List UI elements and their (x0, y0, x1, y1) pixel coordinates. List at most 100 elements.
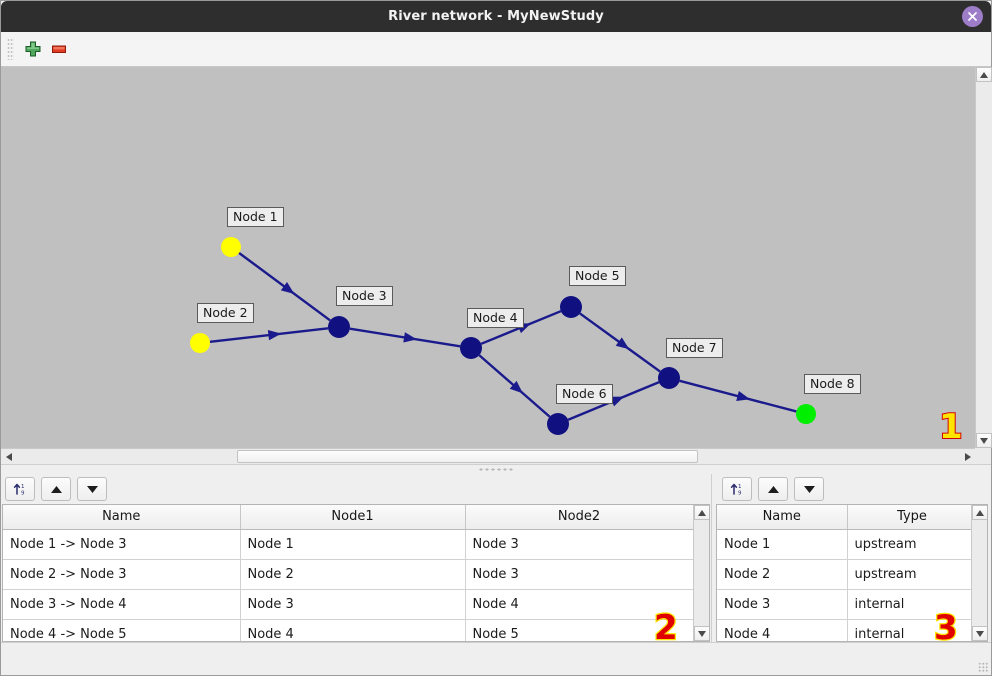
table-cell[interactable]: Node 2 (717, 559, 848, 590)
graph-edge-arrow-icon (615, 337, 630, 350)
table-cell[interactable]: Node 4 (465, 589, 693, 620)
pane-splitter[interactable] (1, 464, 991, 474)
table-cell[interactable]: Node 2 -> Node 3 (3, 559, 241, 590)
reaches-toolbar: 1 9 (1, 474, 711, 504)
graph-node-node-4[interactable] (460, 337, 482, 359)
scroll-up-icon[interactable] (975, 67, 992, 82)
nodes-vertical-scrollbar[interactable] (971, 505, 987, 641)
graph-node-node-6[interactable] (547, 413, 569, 435)
table-cell[interactable]: Node 4 (240, 619, 466, 641)
graph-vscroll-track[interactable] (975, 82, 992, 433)
close-icon[interactable] (962, 6, 983, 27)
graph-node-label-node-7[interactable]: Node 7 (666, 338, 723, 358)
table-cell[interactable]: upstream (847, 559, 971, 590)
table-cell[interactable]: Node 2 (240, 559, 466, 590)
table-cell[interactable]: internal (847, 619, 971, 641)
table-cell[interactable]: Node 1 -> Node 3 (3, 529, 241, 560)
scroll-down-icon[interactable] (971, 626, 987, 641)
table-cell[interactable]: Node 3 (717, 589, 848, 620)
window-resize-grip[interactable] (978, 662, 988, 672)
graph-node-label-node-5[interactable]: Node 5 (569, 266, 626, 286)
toolbar-drag-handle[interactable] (7, 38, 14, 60)
main-toolbar (1, 32, 991, 67)
graph-node-node-1[interactable] (221, 237, 241, 257)
graph-edge-arrow-icon (280, 282, 295, 294)
graph-node-label-node-1[interactable]: Node 1 (227, 207, 284, 227)
window-title: River network - MyNewStudy (388, 9, 604, 24)
column-header-type[interactable]: Type (847, 505, 971, 530)
reaches-vertical-scrollbar[interactable] (693, 505, 709, 641)
move-down-button[interactable] (77, 477, 107, 501)
scroll-up-icon[interactable] (693, 505, 709, 520)
graph-edge-arrow-icon (509, 380, 523, 394)
sort-ascending-icon[interactable]: 1 9 (722, 477, 752, 501)
sort-ascending-icon[interactable]: 1 9 (5, 477, 35, 501)
scroll-up-icon[interactable] (971, 505, 987, 520)
splitter-grip-icon (478, 468, 514, 471)
graph-vertical-scrollbar[interactable] (975, 67, 992, 448)
red-minus-remove-icon[interactable] (46, 36, 72, 62)
svg-text:9: 9 (738, 491, 742, 497)
reaches-vscroll-track[interactable] (693, 520, 709, 626)
table-cell[interactable]: Node 3 (240, 589, 466, 620)
table-cell[interactable]: Node 1 (717, 529, 848, 560)
graph-node-label-node-3[interactable]: Node 3 (336, 286, 393, 306)
green-plus-add-icon[interactable] (20, 36, 46, 62)
column-header-name[interactable]: Name (3, 505, 241, 530)
table-cell[interactable]: internal (847, 589, 971, 620)
scroll-right-icon[interactable] (960, 449, 975, 465)
move-up-button[interactable] (41, 477, 71, 501)
column-header-name[interactable]: Name (717, 505, 848, 530)
scroll-down-icon[interactable] (975, 433, 992, 448)
graph-node-node-2[interactable] (190, 333, 210, 353)
column-header-node2[interactable]: Node2 (465, 505, 693, 530)
graph-node-label-node-4[interactable]: Node 4 (467, 308, 524, 328)
table-cell[interactable]: upstream (847, 529, 971, 560)
scroll-left-icon[interactable] (1, 449, 16, 465)
table-cell[interactable]: Node 3 -> Node 4 (3, 589, 241, 620)
graph-hscroll-thumb[interactable] (237, 449, 698, 463)
nodes-vscroll-track[interactable] (971, 520, 987, 626)
graph-node-node-8[interactable] (796, 404, 816, 424)
move-down-button[interactable] (794, 477, 824, 501)
status-bar (1, 642, 991, 675)
graph-node-label-node-8[interactable]: Node 8 (804, 374, 861, 394)
graph-horizontal-scrollbar[interactable] (1, 448, 975, 464)
svg-text:1: 1 (21, 484, 25, 490)
title-bar: River network - MyNewStudy (1, 1, 991, 32)
graph-node-node-3[interactable] (328, 316, 350, 338)
column-header-node1[interactable]: Node1 (240, 505, 466, 530)
network-graph-svg (190, 237, 816, 435)
table-cell[interactable]: Node 3 (465, 529, 693, 560)
network-graph-pane: Node 1 Node 2 Node 3 Node 4 Node 5 Node 6 Node… (1, 67, 992, 464)
network-graph-canvas[interactable]: Node 1 Node 2 Node 3 Node 4 Node 5 Node 6 Node… (1, 67, 975, 448)
table-cell[interactable]: Node 3 (465, 559, 693, 590)
table-cell[interactable]: Node 4 -> Node 5 (3, 619, 241, 641)
graph-hscroll-track[interactable] (16, 449, 960, 465)
move-up-button[interactable] (758, 477, 788, 501)
scroll-down-icon[interactable] (693, 626, 709, 641)
graph-node-label-node-2[interactable]: Node 2 (197, 303, 254, 323)
graph-node-node-7[interactable] (658, 367, 680, 389)
graph-node-node-5[interactable] (560, 296, 582, 318)
table-cell[interactable]: Node 1 (240, 529, 466, 560)
scrollbar-corner (975, 448, 991, 464)
table-cell[interactable]: Node 4 (717, 619, 848, 641)
svg-text:9: 9 (21, 491, 25, 497)
graph-node-label-node-6[interactable]: Node 6 (556, 384, 613, 404)
table-cell[interactable]: Node 5 (465, 619, 693, 641)
